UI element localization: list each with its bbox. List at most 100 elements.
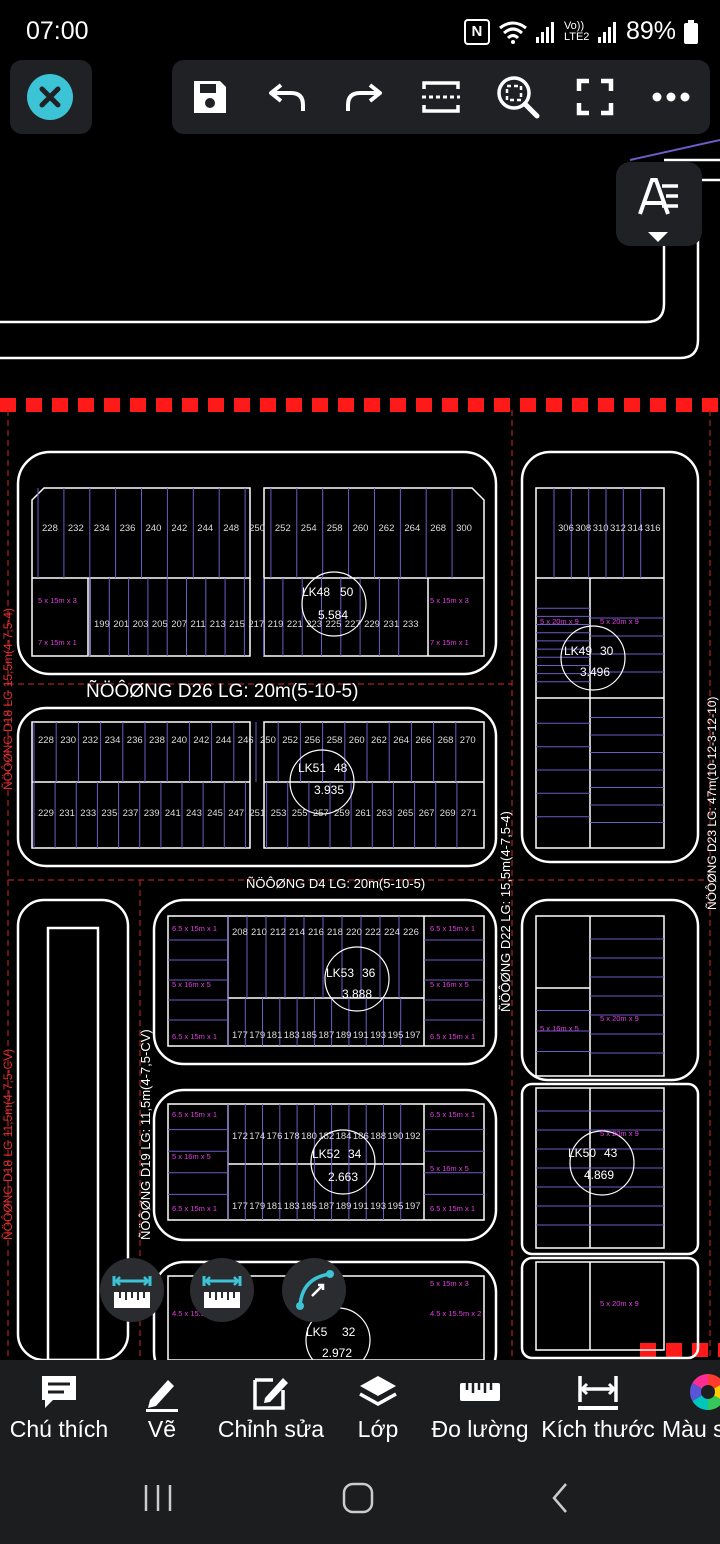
block-name-lk53: LK53	[326, 966, 354, 980]
lot-number: 253	[271, 808, 287, 819]
lot-size-label: 5 x 15m x 3	[38, 596, 77, 605]
lot-number: 183	[284, 1030, 300, 1041]
lot-number: 203	[133, 619, 149, 630]
lot-size-label: 5 x 16m x 5	[172, 980, 211, 989]
fullscreen-button[interactable]	[565, 67, 625, 127]
lot-number: 207	[171, 619, 187, 630]
tool-comment[interactable]: Chú thích	[4, 1360, 114, 1450]
zoom-extent-button[interactable]	[488, 67, 548, 127]
block-area-lk52: 2.663	[328, 1170, 358, 1184]
undo-button[interactable]	[257, 67, 317, 127]
lot-number: 233	[403, 619, 419, 630]
tool-layers[interactable]: Lớp	[344, 1360, 412, 1450]
lot-number: 250	[249, 523, 265, 534]
top-toolbar	[172, 60, 710, 134]
road-label-d19: ÑÖÔØNG D19 LG: 11,5m(4-7,5-CV)	[138, 1029, 153, 1240]
lot-number: 312	[610, 523, 626, 534]
text-style-button[interactable]	[616, 162, 702, 246]
ruler-icon	[460, 1383, 500, 1401]
status-time: 07:00	[26, 17, 89, 45]
tool-edit[interactable]: Chỉnh sửa	[212, 1360, 330, 1450]
tool-draw[interactable]: Vẽ	[126, 1360, 198, 1450]
lot-number: 244	[216, 735, 232, 746]
lot-number: 226	[403, 927, 419, 938]
lot-number: 236	[127, 735, 143, 746]
lot-number: 316	[645, 523, 661, 534]
measure-length-button[interactable]	[190, 1258, 254, 1322]
text-style-icon	[638, 178, 678, 242]
lot-number: 189	[336, 1201, 352, 1212]
lot-number: 180	[301, 1131, 317, 1142]
measure-distance-button[interactable]	[100, 1258, 164, 1322]
more-button[interactable]	[641, 67, 701, 127]
tool-measure-label: Đo lường	[431, 1416, 529, 1442]
lot-number: 232	[68, 523, 84, 534]
close-button[interactable]	[27, 74, 73, 120]
more-icon	[652, 92, 690, 102]
home-icon	[342, 1482, 374, 1514]
lot-number: 270	[460, 735, 476, 746]
block-area-lk53: 3.888	[342, 987, 372, 1001]
measure-length-icon	[202, 1276, 242, 1308]
status-bar: 07:00 N Vo)) LTE2 89%	[0, 0, 720, 64]
measure-arc-button[interactable]	[282, 1258, 346, 1322]
lot-size-label: 5 x 16m x 5	[430, 980, 469, 989]
select-window-icon	[421, 81, 460, 113]
lot-size-label: 6.5 x 15m x 1	[430, 1204, 475, 1213]
lot-number: 195	[388, 1201, 404, 1212]
redo-button[interactable]	[334, 67, 394, 127]
lot-number: 266	[415, 735, 431, 746]
tool-measure[interactable]: Đo lường	[428, 1360, 532, 1450]
dimension-icon	[578, 1376, 618, 1410]
redo-icon	[346, 83, 383, 111]
lot-size-label: 6.5 x 15m x 1	[430, 924, 475, 933]
road-outline	[0, 139, 720, 360]
lot-number: 229	[364, 619, 380, 630]
lot-number: 255	[292, 808, 308, 819]
lot-number: 211	[191, 619, 206, 630]
lot-number: 182	[318, 1131, 334, 1142]
home-button[interactable]	[328, 1478, 388, 1518]
back-button[interactable]	[530, 1478, 590, 1518]
lot-number: 205	[152, 619, 168, 630]
lot-number: 245	[207, 808, 223, 819]
lot-number: 257	[313, 808, 329, 819]
block-name-lk51: LK51	[298, 761, 326, 775]
lot-number: 261	[355, 808, 371, 819]
block-name-lk48: LK48	[302, 585, 330, 599]
lot-number: 256	[304, 735, 320, 746]
lot-number: 191	[353, 1030, 369, 1041]
tool-dimension[interactable]: Kích thước	[536, 1360, 660, 1450]
lot-number: 223	[306, 619, 322, 630]
lot-number: 197	[405, 1201, 421, 1212]
save-button[interactable]	[180, 67, 240, 127]
road-label-d22: ÑÖÔØNG D22 LG: 15,5m(4-7,5-4)	[498, 811, 513, 1012]
block-area-lk50: 4.869	[584, 1168, 614, 1182]
tool-color[interactable]: Màu s	[662, 1360, 720, 1450]
lot-size-label: 7 x 15m x 1	[38, 638, 77, 647]
road-label-d18-lower: ÑÖÔØNG D18 LG 11,5m(4-7,5-CV)	[0, 1049, 15, 1240]
lot-number: 241	[165, 808, 181, 819]
tool-dimension-label: Kích thước	[541, 1416, 655, 1442]
select-window-button[interactable]	[411, 67, 471, 127]
lot-number: 192	[405, 1131, 421, 1142]
drawing-canvas[interactable]: LK48 50 5.584 LK49 30 3.496 LK51 48 3.93…	[0, 64, 720, 1360]
lot-size-label: 5 x 16m x 5	[172, 1152, 211, 1161]
lot-number: 189	[336, 1030, 352, 1041]
tool-color-label: Màu s	[662, 1416, 720, 1442]
lot-number: 219	[268, 619, 284, 630]
lot-number: 234	[94, 523, 110, 534]
lot-number: 178	[284, 1131, 300, 1142]
block-name-lk49: LK49	[564, 644, 592, 658]
lot-number: 176	[267, 1131, 283, 1142]
block-count-lk53: 36	[362, 966, 376, 980]
block-count-lk50: 43	[604, 1146, 618, 1160]
lot-number: 260	[349, 735, 365, 746]
edit-icon	[253, 1378, 288, 1410]
tool-edit-label: Chỉnh sửa	[217, 1416, 325, 1442]
save-icon	[194, 81, 227, 113]
recents-button[interactable]	[128, 1478, 188, 1518]
lot-number: 220	[346, 927, 362, 938]
lot-number: 262	[379, 523, 395, 534]
lot-number: 262	[371, 735, 387, 746]
